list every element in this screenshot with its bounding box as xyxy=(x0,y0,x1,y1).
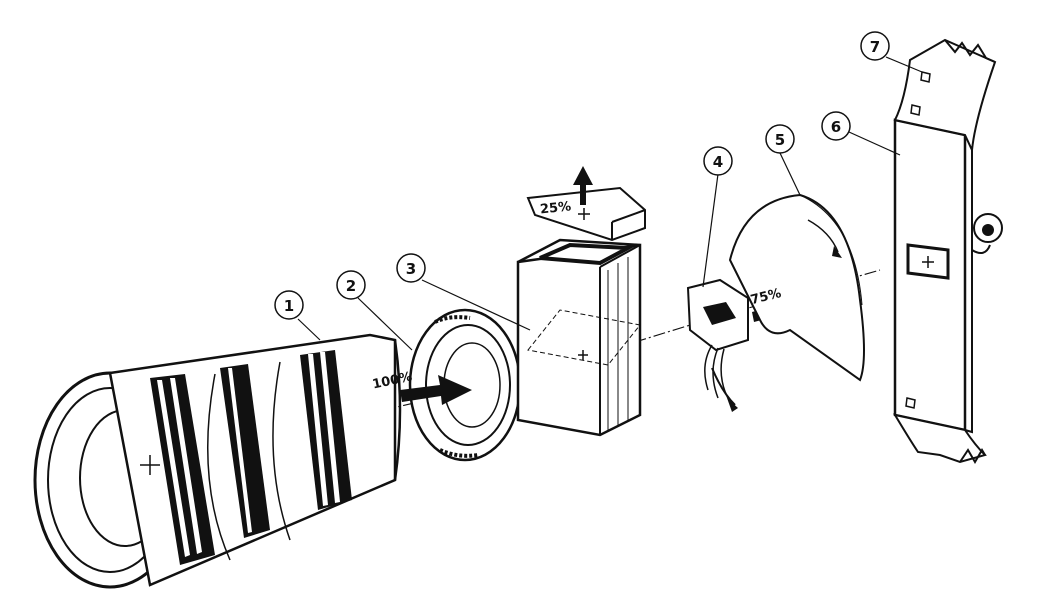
svg-text:3: 3 xyxy=(406,260,416,278)
input-light-arrow xyxy=(400,375,472,405)
reflected-light-arrow xyxy=(573,166,593,205)
svg-text:6: 6 xyxy=(831,118,841,136)
film-strip xyxy=(892,38,997,464)
reflector-plate xyxy=(526,186,646,242)
zoom-ring-band-3 xyxy=(300,350,352,510)
zoom-lens xyxy=(33,333,402,589)
callout-2: 2 xyxy=(336,270,366,300)
callout-6: 6 xyxy=(821,111,851,141)
label-75-percent: 75% xyxy=(749,286,783,308)
svg-text:7: 7 xyxy=(870,38,880,56)
label-25-percent: 25% xyxy=(539,199,572,217)
callout-4: 4 xyxy=(703,146,733,176)
callout-3: 3 xyxy=(396,253,426,283)
ring-aperture xyxy=(408,308,522,462)
prism-block xyxy=(516,238,642,437)
svg-text:5: 5 xyxy=(775,131,785,149)
light-meter-cell xyxy=(686,278,749,412)
film-gate xyxy=(893,118,1003,434)
callout-leaders xyxy=(297,56,923,351)
rotary-shutter xyxy=(728,193,865,382)
callout-5: 5 xyxy=(765,124,795,154)
zoom-ring-band-2 xyxy=(220,364,270,538)
svg-text:2: 2 xyxy=(346,277,356,295)
callout-7: 7 xyxy=(860,31,890,61)
svg-text:1: 1 xyxy=(284,297,294,315)
zoom-ring-band-1 xyxy=(150,374,215,565)
svg-text:4: 4 xyxy=(713,153,723,171)
callout-1: 1 xyxy=(274,290,304,320)
